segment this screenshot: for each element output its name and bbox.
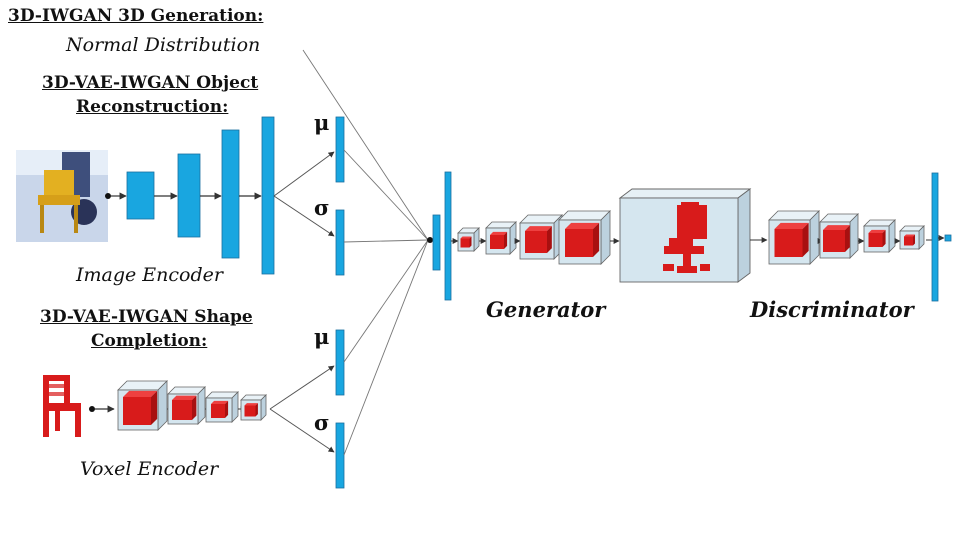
discriminator-cube-1 <box>768 210 820 265</box>
generator-cube-4 <box>558 210 611 265</box>
discriminator-output-node <box>944 234 952 242</box>
input-voxel-chair <box>43 375 81 437</box>
generator-label: Generator <box>486 297 606 322</box>
discriminator-cube-2 <box>819 213 859 259</box>
image-encoder-layer-1 <box>126 171 155 220</box>
discriminator-cube-4 <box>899 225 925 250</box>
mu-layer-bottom <box>335 329 345 396</box>
sigma-symbol-top: σ <box>314 195 330 220</box>
generator-cube-1 <box>457 227 480 252</box>
sigma-layer-top <box>335 209 345 276</box>
normal-distribution-label: Normal Distribution <box>66 34 261 56</box>
discriminator-output-layer <box>931 172 939 302</box>
voxel-encoder-cubes <box>117 380 267 431</box>
image-encoder-layer-4 <box>261 116 275 275</box>
reconstruction-header-line1: 3D-VAE-IWGAN Object <box>42 73 259 93</box>
sigma-symbol-bottom: σ <box>314 410 330 435</box>
discriminator-label: Discriminator <box>750 297 914 322</box>
latent-connections <box>302 49 429 456</box>
voxel-encoder-label: Voxel Encoder <box>80 458 219 480</box>
voxel-encoder-cube-3 <box>205 391 239 423</box>
mu-symbol-bottom: μ <box>314 324 330 349</box>
latent-vector-layer <box>432 214 441 271</box>
voxel-encoder-cube-1 <box>117 380 168 431</box>
mu-symbol-top: μ <box>314 110 330 135</box>
discriminator-cubes <box>768 210 925 265</box>
image-encoder-layer-2 <box>177 153 201 238</box>
generated-chair <box>663 202 710 273</box>
generator-input-layer <box>444 171 452 301</box>
image-encoder-layer-3 <box>221 129 240 259</box>
input-photo <box>16 150 108 242</box>
generator-cube-3 <box>519 214 563 260</box>
image-encoder-label: Image Encoder <box>76 264 223 286</box>
voxel-encoder-cube-2 <box>167 386 206 425</box>
completion-header-line1: 3D-VAE-IWGAN Shape <box>40 307 253 327</box>
sigma-layer-bottom <box>335 422 345 489</box>
reconstruction-header-line2: Reconstruction: <box>76 97 229 117</box>
completion-header-line2: Completion: <box>91 331 208 351</box>
input-node-voxel <box>89 406 95 412</box>
generator-cube-2 <box>485 221 517 255</box>
generation-header: 3D-IWGAN 3D Generation: <box>8 6 264 26</box>
latent-node <box>427 237 433 243</box>
mu-layer-top <box>335 116 345 183</box>
voxel-encoder-cube-4 <box>240 394 267 421</box>
input-node-image <box>105 193 111 199</box>
generator-cubes <box>451 210 620 265</box>
discriminator-cube-3 <box>863 219 896 253</box>
